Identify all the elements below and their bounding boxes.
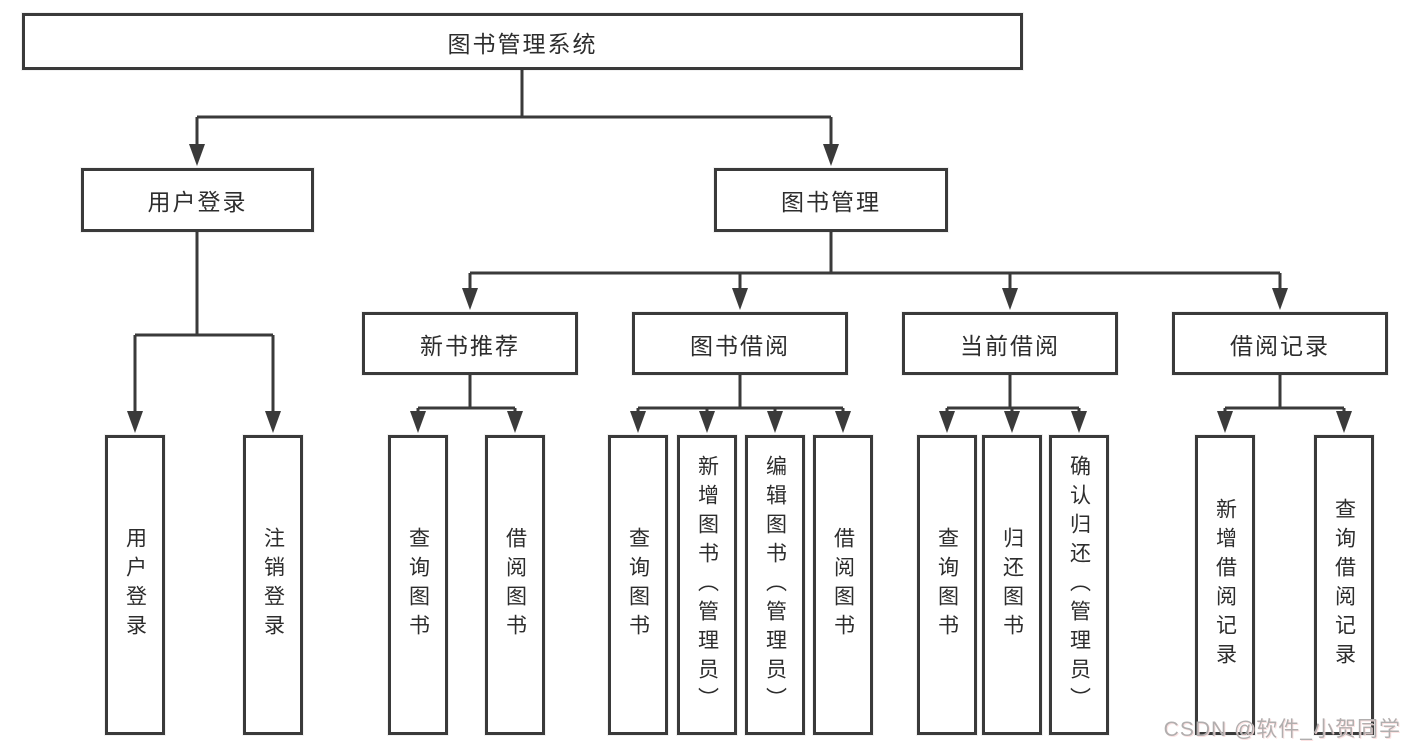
leaf-label: 确认归还（管理员）: [1067, 454, 1091, 716]
leaf-label: 注销登录: [261, 527, 285, 643]
leaf-label: 查询图书: [406, 527, 430, 643]
node-new-book-recommend: 新书推荐: [362, 312, 578, 375]
leaf-label: 用户登录: [123, 527, 147, 643]
leaf-borrow-books: 借阅图书: [813, 435, 873, 735]
node-borrow-records: 借阅记录: [1172, 312, 1388, 375]
node-user-login-branch: 用户登录: [81, 168, 314, 232]
leaf-borrow-books-recommend: 借阅图书: [485, 435, 545, 735]
node-label: 借阅记录: [1230, 332, 1330, 359]
node-book-management: 图书管理: [714, 168, 948, 232]
node-book-borrow: 图书借阅: [632, 312, 848, 375]
leaf-add-borrow-record: 新增借阅记录: [1195, 435, 1255, 735]
leaf-label: 查询图书: [626, 527, 650, 643]
leaf-label: 归还图书: [1000, 527, 1024, 643]
node-current-borrow: 当前借阅: [902, 312, 1118, 375]
leaf-query-borrow-record: 查询借阅记录: [1314, 435, 1374, 735]
leaf-return-books: 归还图书: [982, 435, 1042, 735]
leaf-label: 新增图书（管理员）: [695, 454, 719, 716]
leaf-user-login: 用户登录: [105, 435, 165, 735]
leaf-edit-books-admin: 编辑图书（管理员）: [745, 435, 805, 735]
node-label: 用户登录: [147, 189, 248, 215]
node-label: 当前借阅: [960, 332, 1060, 359]
leaf-query-books-borrow: 查询图书: [608, 435, 668, 735]
node-label: 新书推荐: [420, 332, 520, 359]
leaf-query-books-recommend: 查询图书: [388, 435, 448, 735]
node-root-system: 图书管理系统: [22, 13, 1023, 70]
arrowheads: [127, 144, 1352, 433]
node-label: 图书管理系统: [447, 30, 598, 57]
leaf-logout: 注销登录: [243, 435, 303, 735]
node-label: 图书管理: [781, 189, 881, 215]
leaf-label: 查询图书: [935, 527, 959, 643]
leaf-label: 新增借阅记录: [1213, 498, 1237, 672]
leaf-label: 借阅图书: [503, 527, 527, 643]
leaf-label: 编辑图书（管理员）: [763, 454, 787, 716]
leaf-confirm-return-admin: 确认归还（管理员）: [1049, 435, 1109, 735]
leaf-label: 查询借阅记录: [1332, 498, 1356, 672]
leaf-add-books-admin: 新增图书（管理员）: [677, 435, 737, 735]
leaf-query-books-current: 查询图书: [917, 435, 977, 735]
leaf-label: 借阅图书: [831, 527, 855, 643]
node-label: 图书借阅: [690, 332, 790, 359]
